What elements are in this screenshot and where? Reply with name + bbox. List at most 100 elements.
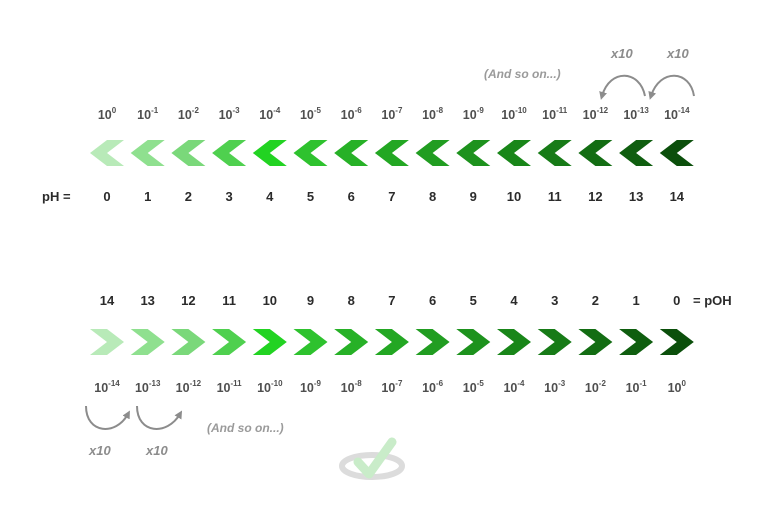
poh-value-label: 3 (551, 293, 559, 308)
ph-chevron-icon (293, 140, 328, 166)
poh-value-label: 4 (510, 293, 518, 308)
poh-value-label: 10 (262, 293, 278, 308)
poh-multiplier-1: x10 (89, 443, 111, 458)
ph-value-label: 9 (469, 189, 477, 204)
ph-chevron-icon (171, 140, 206, 166)
poh-power-label: 10-7 (381, 378, 403, 395)
poh-chevron-icon (130, 329, 165, 355)
ph-power-label: 10-2 (177, 105, 199, 122)
poh-chevron-icon (578, 329, 613, 355)
ph-chevron-icon (212, 140, 247, 166)
ph-value-label: 5 (306, 189, 315, 204)
ph-chevron-icon (659, 140, 694, 166)
ph-power-label: 10-8 (422, 105, 444, 122)
poh-power-label: 10-14 (94, 378, 120, 395)
ph-chevron-icon (374, 140, 409, 166)
ph-chevron-icon (90, 140, 124, 166)
poh-value-label: 11 (222, 293, 236, 308)
ph-power-label: 10-9 (462, 105, 484, 122)
poh-chevron-icon (659, 329, 694, 355)
poh-value-label: 13 (140, 293, 155, 308)
ph-label: pH = (42, 189, 71, 204)
poh-chevron-icon (374, 329, 409, 355)
ph-chevron-icon (456, 140, 491, 166)
ph-chevron-icon (415, 140, 450, 166)
ph-value-label: 14 (669, 189, 685, 204)
poh-power-label: 10-2 (584, 378, 606, 395)
ph-value-label: 10 (506, 189, 522, 204)
ph-value-label: 1 (144, 189, 152, 204)
ph-value-label: 7 (388, 189, 396, 204)
poh-power-label: 10-9 (299, 378, 322, 395)
ph-chevron-icon (537, 140, 572, 166)
poh-power-label: 10-4 (503, 378, 525, 395)
poh-chevron-icon (212, 329, 247, 355)
poh-value-label: 1 (632, 293, 640, 308)
poh-and-so-on-note: (And so on...) (207, 421, 284, 435)
poh-chevron-icon (334, 329, 369, 355)
ph-power-label: 10-12 (582, 105, 609, 122)
poh-value-label: 7 (388, 293, 396, 308)
ph-power-label: 10-6 (340, 105, 362, 122)
poh-power-label: 100 (667, 378, 686, 395)
curved-arrow-icon (136, 405, 183, 430)
poh-value-label: 8 (347, 293, 355, 308)
poh-chevron-icon (619, 329, 654, 355)
poh-chevron-icon (456, 329, 491, 355)
ph-power-label: 10-4 (259, 105, 281, 122)
ph-multiplier-2: x10 (667, 46, 689, 61)
ph-power-label: 10-10 (501, 105, 527, 122)
ph-value-label: 12 (588, 189, 603, 204)
poh-power-label: 10-11 (216, 378, 242, 395)
poh-value-label: 5 (469, 293, 477, 308)
poh-chevron-icon (293, 329, 328, 355)
ph-value-label: 6 (347, 189, 355, 204)
poh-value-label: 0 (673, 293, 681, 308)
ph-power-label: 10-13 (623, 105, 649, 122)
ph-value-label: 11 (547, 189, 562, 204)
poh-value-label: 2 (591, 293, 599, 308)
poh-chevron-icon (415, 329, 450, 355)
poh-power-label: 10-5 (462, 378, 484, 395)
ph-power-label: 10-7 (381, 105, 403, 122)
ph-value-label: 3 (225, 189, 233, 204)
poh-chevron-icon (90, 329, 124, 355)
ph-power-label: 100 (97, 105, 117, 122)
poh-chevron-icon (497, 329, 531, 355)
ph-power-label: 10-1 (137, 105, 159, 122)
watermark-logo-icon (339, 437, 405, 480)
ph-power-label: 10-11 (542, 105, 568, 122)
poh-chevron-icon (171, 329, 206, 355)
poh-value-label: 14 (99, 293, 115, 308)
ph-chevron-icon (497, 140, 531, 166)
poh-value-label: 9 (306, 293, 315, 308)
curved-arrow-icon (648, 74, 695, 100)
poh-power-label: 10-6 (422, 378, 444, 395)
ph-value-label: 2 (184, 189, 192, 204)
ph-chevron-icon (619, 140, 654, 166)
ph-power-label: 10-14 (664, 105, 690, 122)
ph-and-so-on-note: (And so on...) (484, 67, 561, 81)
poh-value-label: 12 (181, 293, 196, 308)
poh-power-label: 10-3 (544, 378, 566, 395)
curved-arrow-icon (85, 405, 130, 430)
poh-label: = pOH (693, 293, 732, 308)
ph-value-label: 0 (103, 189, 111, 204)
ph-value-label: 13 (628, 189, 644, 204)
ph-multiplier-1: x10 (611, 46, 633, 61)
poh-power-label: 10-8 (340, 378, 362, 395)
ph-value-label: 8 (428, 189, 437, 204)
curved-arrow-icon (599, 74, 646, 100)
poh-value-label: 6 (428, 293, 437, 308)
poh-multiplier-2: x10 (146, 443, 168, 458)
ph-value-label: 4 (266, 189, 274, 204)
poh-power-label: 10-13 (134, 378, 161, 395)
ph-power-label: 10-3 (218, 105, 240, 122)
ph-chevron-icon (334, 140, 369, 166)
ph-chevron-icon (578, 140, 613, 166)
poh-chevron-icon (537, 329, 572, 355)
poh-power-label: 10-12 (175, 378, 202, 395)
